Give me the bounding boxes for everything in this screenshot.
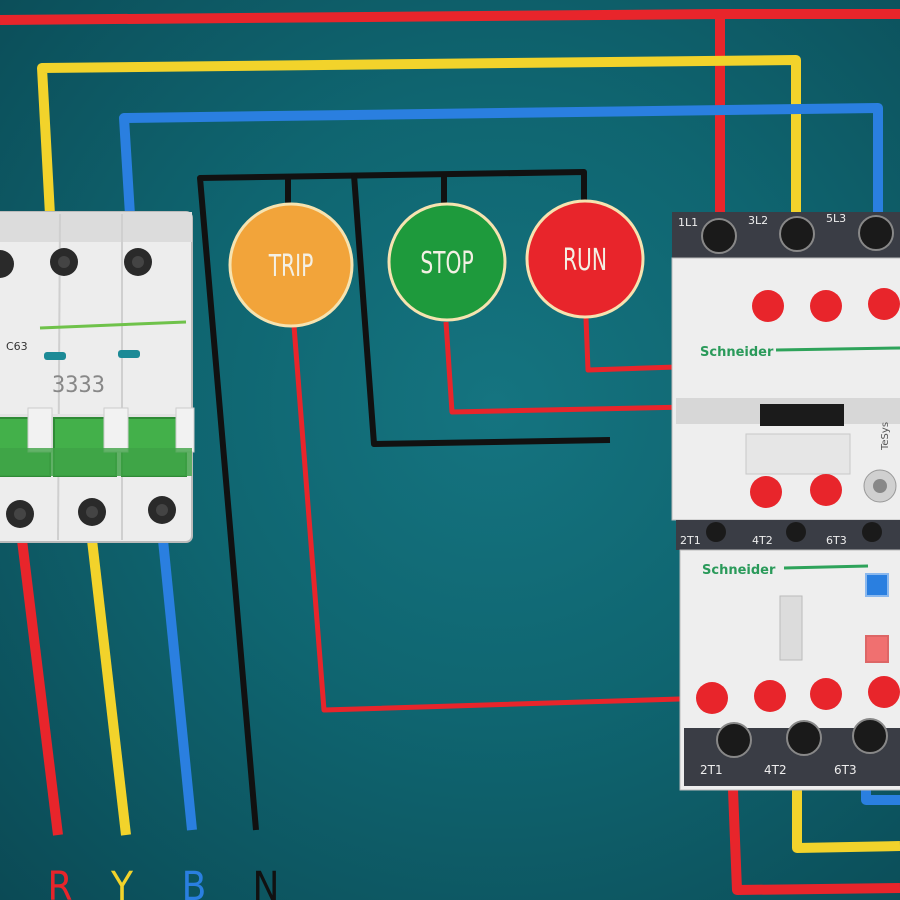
terminal-label: 4T2	[764, 763, 787, 777]
terminal-label: 2T1	[680, 534, 701, 547]
blue-downline	[158, 539, 197, 831]
relay-brand: Schneider	[702, 563, 776, 578]
yellow-phase-wire	[37, 55, 900, 853]
phase-label-y: Y	[110, 864, 134, 900]
connection-dot	[810, 678, 842, 710]
connection-dot	[750, 476, 782, 508]
screw-icon	[852, 718, 888, 754]
run-button: RUN	[525, 199, 645, 319]
connection-dot	[696, 682, 728, 714]
connection-dot	[868, 288, 900, 320]
screw-icon	[786, 720, 822, 756]
screw-icon	[701, 218, 737, 254]
screw-icon	[858, 215, 894, 251]
mcb-code: 3333	[52, 373, 105, 398]
terminal-label: 6T3	[834, 763, 857, 777]
phase-label-n: N	[253, 864, 280, 900]
red-downline	[17, 539, 63, 836]
mcb-breaker: C63 3333	[0, 211, 195, 543]
connection-dot	[810, 290, 842, 322]
blue-phase-wire	[119, 103, 900, 805]
phase-label-r: R	[48, 864, 73, 900]
overload-relay: Schneider 2T1 4T2 6T3	[679, 549, 900, 791]
terminal-label: 2T1	[700, 763, 723, 777]
terminal-label: 4T2	[752, 534, 773, 547]
connection-dot	[752, 290, 784, 322]
terminal-label: 1L1	[678, 216, 698, 229]
screw-icon	[0, 250, 14, 278]
connection-dots	[696, 288, 900, 714]
stop-button-label: STOP	[420, 246, 473, 281]
phase-label-b: B	[182, 864, 207, 900]
contactor-brand: Schneider	[700, 345, 774, 360]
terminal-label: 6T3	[826, 534, 847, 547]
contactor-model: TeSys	[880, 422, 891, 451]
connection-dot	[810, 474, 842, 506]
red-phase-wire	[0, 9, 900, 895]
contactor: 1L1 3L2 5L3 Schneider TeSys 2T1 4T2 6T3	[671, 212, 900, 550]
screw-icon	[716, 722, 752, 758]
mcb-rating: C63	[6, 340, 28, 353]
trip-button-label: TRIP	[268, 249, 313, 284]
yellow-downline	[87, 539, 131, 836]
connection-dot	[754, 680, 786, 712]
stop-button: STOP	[387, 202, 507, 322]
terminal-label: 3L2	[748, 214, 768, 227]
trip-button: TRIP	[228, 202, 354, 328]
run-button-label: RUN	[563, 243, 607, 278]
terminal-label: 5L3	[826, 212, 846, 225]
connection-dot	[868, 676, 900, 708]
screw-icon	[779, 216, 815, 252]
